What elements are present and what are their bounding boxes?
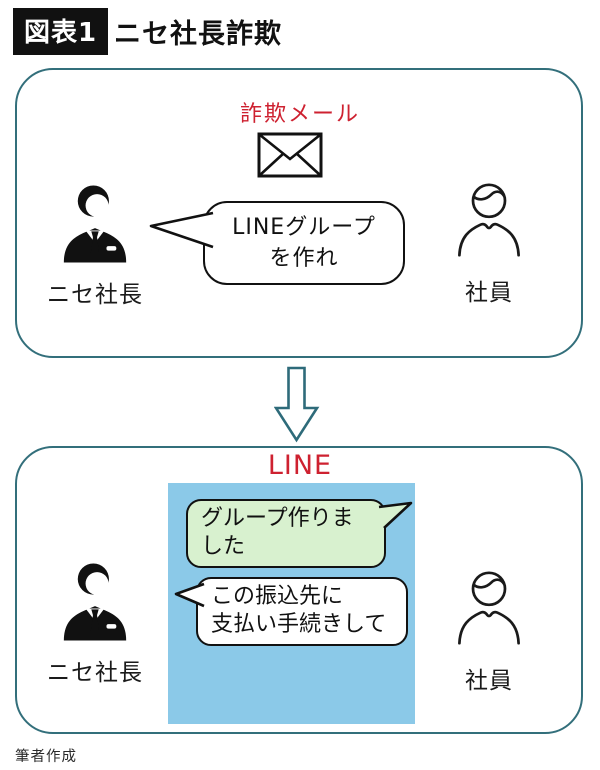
bubble-tail-right-icon	[375, 501, 415, 531]
line-green-bubble: グループ作りま した	[186, 499, 413, 568]
businessman-icon	[54, 183, 136, 269]
white-bubble-line2: 支払い手続きして	[211, 612, 387, 637]
envelope-icon	[257, 132, 323, 182]
employee-figure: 社員	[430, 565, 548, 695]
email-order-line2: を作れ	[269, 246, 339, 271]
fake-president-figure: ニセ社長	[36, 561, 154, 687]
person-icon	[449, 177, 529, 267]
fake-president-label: ニセ社長	[47, 660, 143, 686]
businessman-icon	[54, 561, 136, 647]
green-bubble-line2: した	[201, 534, 246, 559]
email-order-line1: LINEグループ	[232, 215, 376, 240]
white-bubble-line1: この振込先に	[211, 584, 344, 609]
line-phase-label: LINE	[267, 450, 333, 481]
fake-president-figure: ニセ社長	[36, 183, 154, 309]
employee-figure: 社員	[430, 177, 548, 307]
email-phase-label: 詐欺メール	[239, 102, 360, 127]
green-bubble-line1: グループ作りま	[201, 506, 354, 531]
down-arrow-icon	[273, 366, 320, 448]
page-title: ニセ社長詐欺	[114, 19, 282, 50]
figure-badge: 図表1	[13, 8, 109, 55]
person-icon	[449, 565, 529, 655]
author-credit: 筆者作成	[15, 749, 77, 765]
fake-president-label: ニセ社長	[47, 282, 143, 308]
line-white-bubble: この振込先に 支払い手続きして	[174, 577, 408, 646]
bubble-tail-left-icon	[173, 581, 207, 609]
employee-label: 社員	[465, 668, 513, 694]
employee-label: 社員	[465, 280, 513, 306]
email-order-bubble: LINEグループ を作れ	[149, 201, 405, 285]
bubble-tail-left-icon	[147, 207, 215, 253]
